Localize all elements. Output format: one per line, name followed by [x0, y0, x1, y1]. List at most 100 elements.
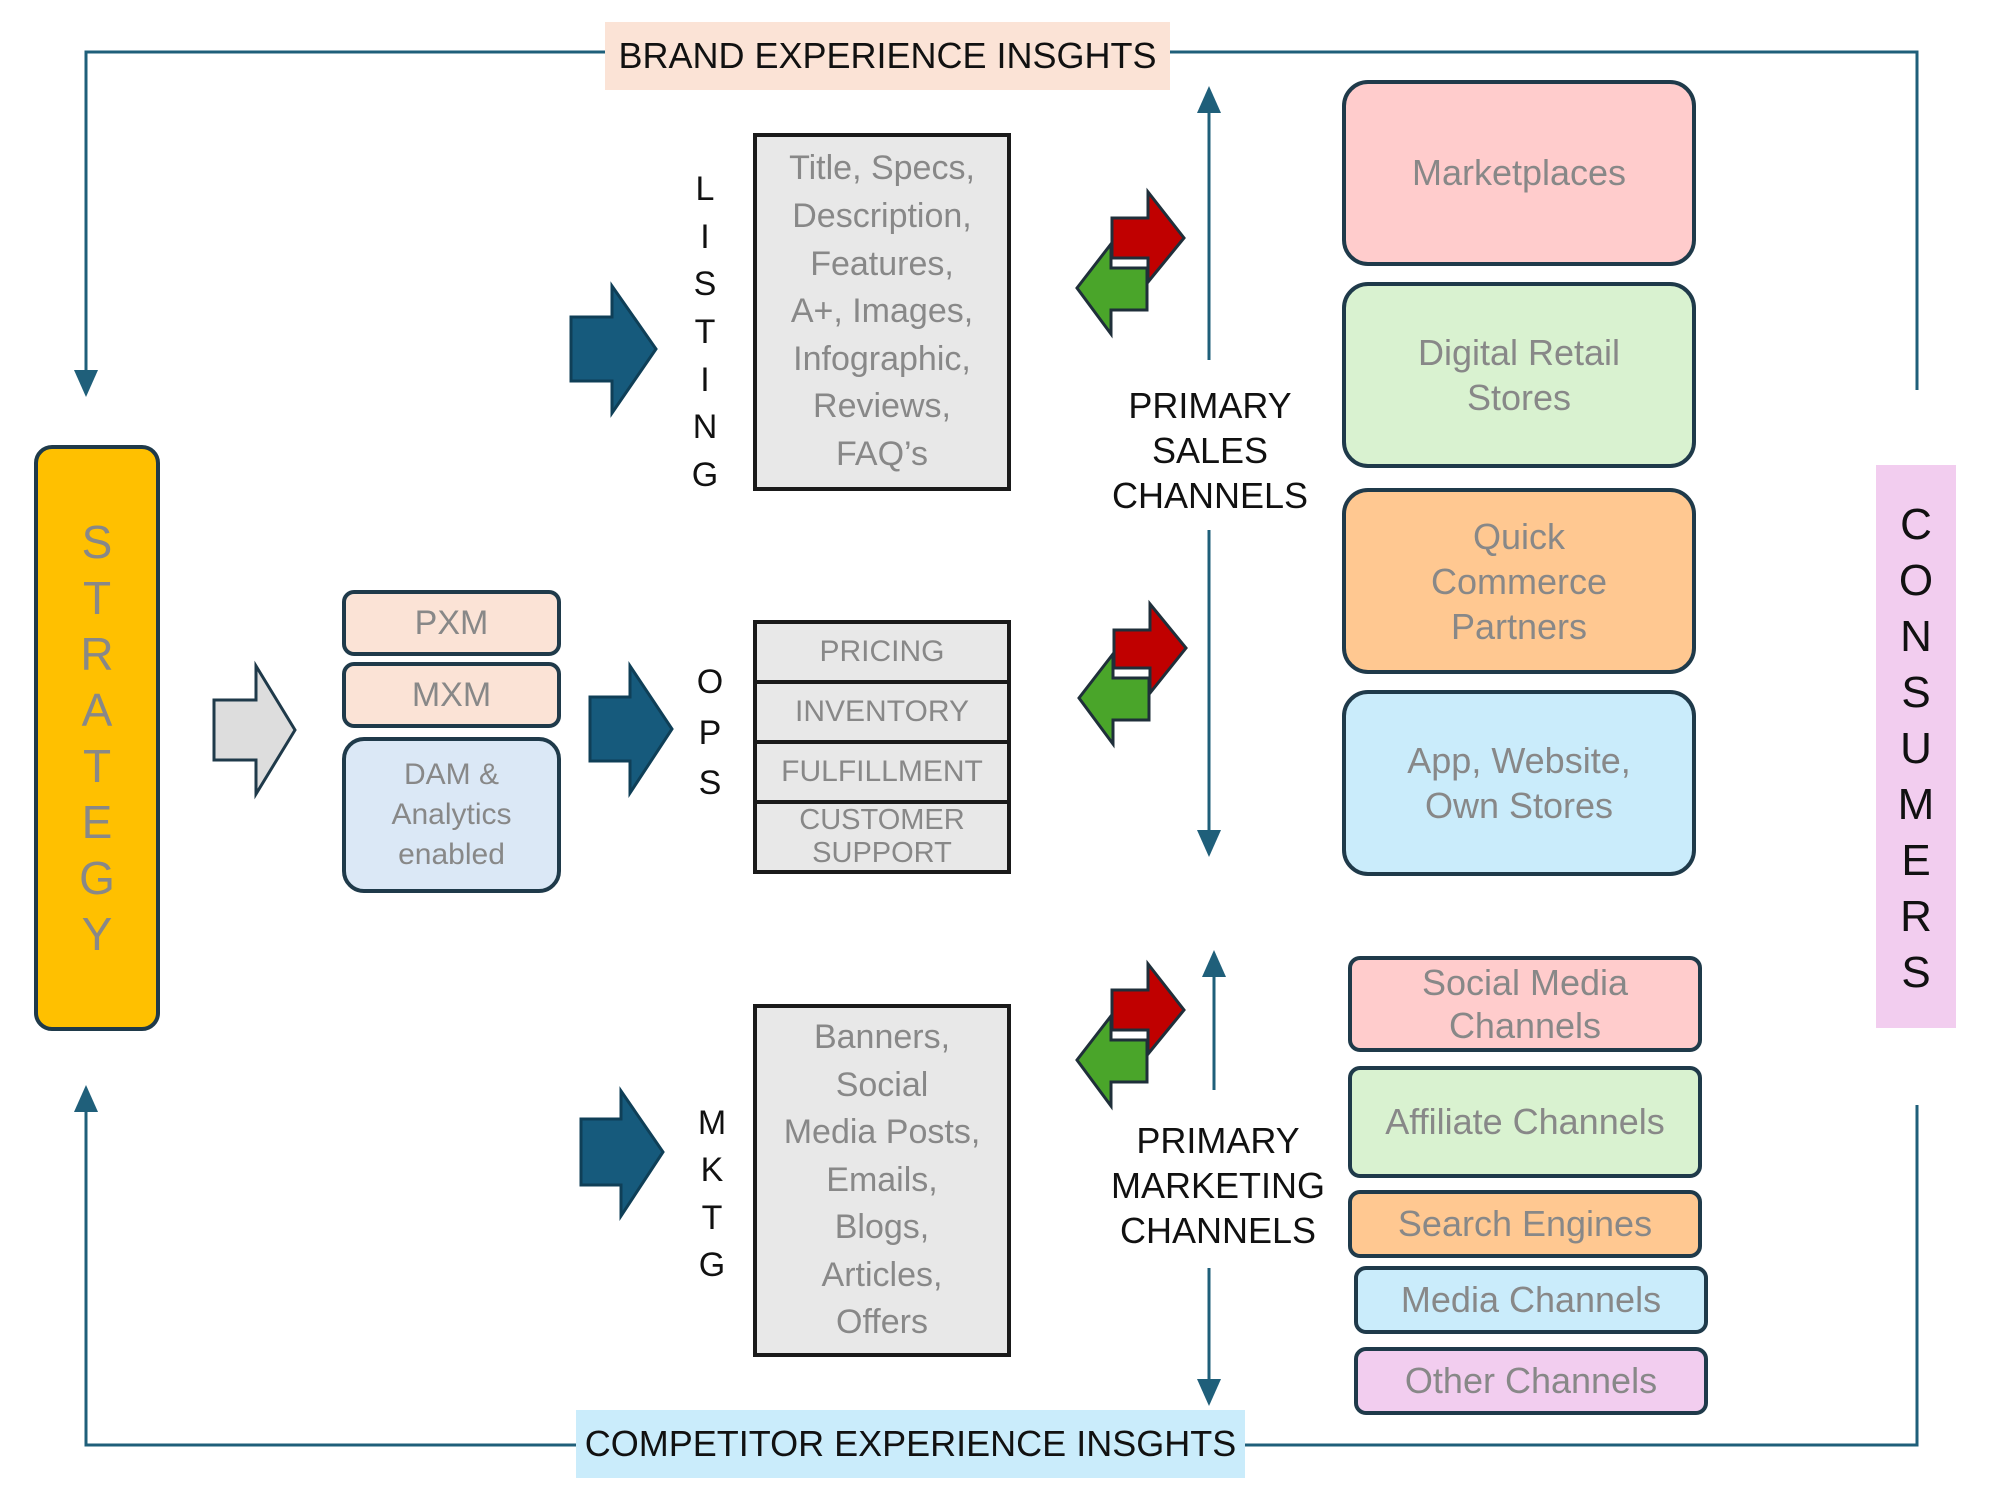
- primary-marketing-line: PRIMARY: [1136, 1119, 1300, 1161]
- top-loop-line: [1170, 50, 1919, 390]
- inventory-text: INVENTORY: [795, 695, 969, 728]
- digital-retail-stores-box: Digital Retail Stores: [1342, 282, 1696, 468]
- mktg-line: Blogs,: [834, 1208, 930, 1247]
- mktg-exchange-arrows: [1075, 959, 1186, 1111]
- strategy-letter: T: [82, 572, 112, 624]
- mxm-text: MXM: [411, 675, 492, 714]
- mktg-line: Emails,: [826, 1160, 938, 1199]
- listing-letter: G: [691, 455, 719, 494]
- strategy-letter: Y: [81, 908, 113, 960]
- dam-analytics-box: DAM & Analytics enabled: [342, 737, 561, 893]
- sales-channel-line: Quick: [1472, 515, 1566, 557]
- listing-exchange-arrows: [1075, 187, 1186, 339]
- mktg-line: Media Posts,: [783, 1113, 981, 1152]
- mktg-letter: M: [697, 1104, 727, 1142]
- competitor-experience-banner: COMPETITOR EXPERIENCE INSGHTS: [576, 1410, 1245, 1478]
- listing-letter: N: [692, 408, 718, 447]
- consumers-letter: M: [1897, 779, 1935, 829]
- strategy-arrow: [212, 660, 297, 800]
- sales-channel-line: Digital Retail: [1417, 332, 1621, 373]
- consumers-letter: S: [1901, 667, 1931, 717]
- mktg-label: M K T G: [692, 1106, 732, 1282]
- strategy-box: S T R A T E G Y: [34, 445, 160, 1031]
- consumers-letter: O: [1898, 555, 1934, 605]
- mxm-box: MXM: [342, 662, 561, 728]
- marketplaces-box: Marketplaces: [1342, 80, 1696, 266]
- ops-arrow: [588, 661, 674, 799]
- mktg-arrow: [579, 1086, 665, 1222]
- fulfillment-text: FULFILLMENT: [781, 755, 983, 788]
- listing-letter: I: [700, 217, 710, 256]
- mktg-content-box: Banners, Social Media Posts, Emails, Blo…: [753, 1004, 1011, 1357]
- strategy-letter: R: [80, 628, 114, 680]
- pxm-box: PXM: [342, 590, 561, 656]
- primary-sales-line: SALES: [1151, 429, 1269, 471]
- consumers-letter: U: [1900, 723, 1932, 773]
- strategy-letter: E: [81, 796, 113, 848]
- consumers-letter: S: [1901, 947, 1931, 997]
- social-media-channels-box: Social Media Channels: [1348, 956, 1702, 1052]
- fulfillment-box: FULFILLMENT: [753, 740, 1011, 804]
- top-loop-line-left: [74, 50, 605, 397]
- listing-line: Features,: [810, 244, 954, 283]
- ops-exchange-arrows: [1077, 599, 1188, 749]
- customer-support-box: CUSTOMER SUPPORT: [753, 800, 1011, 874]
- listing-line: FAQ’s: [836, 434, 928, 473]
- sales-channel-line: Commerce: [1430, 560, 1608, 602]
- sales-channel-line: Marketplaces: [1411, 152, 1627, 194]
- primary-sales-line: CHANNELS: [1111, 474, 1309, 516]
- primary-marketing-line: MARKETING: [1110, 1164, 1325, 1206]
- search-engines-box: Search Engines: [1348, 1190, 1702, 1258]
- sales-channel-line: App, Website,: [1407, 740, 1631, 781]
- listing-letter: I: [700, 360, 710, 399]
- ops-letter: P: [698, 713, 722, 752]
- quick-commerce-partners-box: Quick Commerce Partners: [1342, 488, 1696, 674]
- listing-line: Reviews,: [813, 387, 951, 426]
- pricing-box: PRICING: [753, 620, 1011, 684]
- app-website-own-stores-box: App, Website, Own Stores: [1342, 690, 1696, 876]
- mktg-line: Offers: [836, 1303, 928, 1342]
- ops-letter: O: [696, 663, 724, 701]
- sales-channel-line: Own Stores: [1424, 785, 1614, 826]
- mktg-letter: K: [700, 1151, 724, 1190]
- strategy-letter: G: [79, 852, 115, 904]
- ops-letter: S: [698, 764, 722, 802]
- brand-experience-banner: BRAND EXPERIENCE INSGHTS: [605, 22, 1170, 90]
- brand-experience-banner-text: BRAND EXPERIENCE INSGHTS: [618, 35, 1157, 76]
- marketing-channel-line: Affiliate Channels: [1385, 1101, 1665, 1143]
- ops-label: O P S: [690, 665, 730, 800]
- listing-line: Description,: [792, 197, 972, 236]
- mktg-line: Social: [835, 1065, 929, 1104]
- customer-support-text: CUSTOMER SUPPORT: [799, 803, 965, 869]
- dam-line: DAM &: [403, 758, 499, 791]
- mktg-line: Banners,: [813, 1017, 951, 1056]
- primary-marketing-line: CHANNELS: [1119, 1209, 1317, 1251]
- consumers-letter: E: [1901, 835, 1931, 885]
- listing-arrow: [569, 281, 658, 418]
- marketing-channel-line: Other Channels: [1404, 1360, 1658, 1402]
- sales-channel-line: Partners: [1450, 605, 1588, 647]
- consumers-box: C O N S U M E R S: [1876, 465, 1956, 1028]
- listing-line: A+, Images,: [790, 292, 974, 331]
- primary-marketing-label: PRIMARY MARKETING CHANNELS: [1098, 1112, 1338, 1258]
- pxm-text: PXM: [414, 603, 489, 642]
- mktg-line: Articles,: [821, 1255, 943, 1294]
- primary-sales-line: PRIMARY: [1128, 384, 1292, 426]
- marketing-channel-line: Social Media: [1421, 961, 1629, 1003]
- strategy-letter: T: [82, 740, 112, 792]
- consumers-letter: N: [1900, 611, 1932, 661]
- inventory-box: INVENTORY: [753, 680, 1011, 744]
- media-channels-box: Media Channels: [1354, 1266, 1708, 1334]
- dam-line: Analytics: [391, 798, 512, 831]
- listing-letter: L: [695, 170, 715, 208]
- bottom-loop-line: [1245, 1105, 1919, 1447]
- mktg-letter: G: [698, 1245, 726, 1284]
- affiliate-channels-box: Affiliate Channels: [1348, 1066, 1702, 1178]
- mktg-letter: T: [701, 1198, 723, 1237]
- listing-letter: S: [693, 265, 717, 304]
- sales-channel-line: Stores: [1466, 377, 1572, 418]
- pricing-text: PRICING: [819, 635, 945, 668]
- listing-content-box: Title, Specs, Description, Features, A+,…: [753, 133, 1011, 491]
- listing-letter: T: [694, 312, 716, 351]
